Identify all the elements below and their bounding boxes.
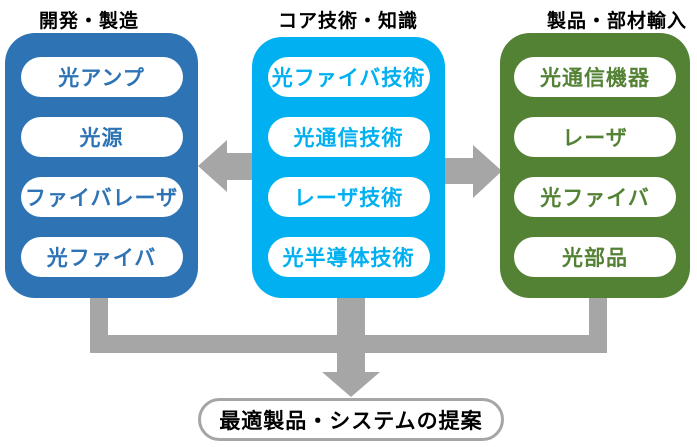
pill-item: 光通信機器 bbox=[514, 57, 676, 97]
column-header-development: 開発・製造 bbox=[38, 11, 139, 32]
column-header-import: 製品・部材輸入 bbox=[546, 11, 687, 32]
column-import: 光通信機器 レーザ 光ファイバ 光部品 bbox=[500, 33, 690, 298]
pill-item: レーザ bbox=[514, 117, 676, 157]
pill-item: レーザ技術 bbox=[267, 177, 430, 217]
pill-item: 光通信技術 bbox=[267, 117, 430, 157]
proposal-box: 最適製品・システムの提案 bbox=[198, 398, 504, 441]
pill-item: 光ファイバ bbox=[20, 237, 183, 277]
pill-item: 光源 bbox=[20, 117, 183, 157]
pill-item: ファイバレーザ bbox=[20, 177, 183, 217]
arrow-down-icon bbox=[322, 372, 380, 397]
pill-item: 光部品 bbox=[514, 237, 676, 277]
pill-item: 光半導体技術 bbox=[267, 237, 430, 277]
column-core-technology: 光ファイバ技術 光通信技術 レーザ技術 光半導体技術 bbox=[252, 37, 445, 298]
connector-center-bar bbox=[337, 292, 365, 372]
column-header-core-technology: コア技術・知識 bbox=[277, 11, 418, 32]
pill-item: 光ファイバ bbox=[514, 177, 676, 217]
column-development: 光アンプ 光源 ファイバレーザ 光ファイバ bbox=[5, 33, 198, 298]
arrow-left-icon bbox=[198, 140, 255, 192]
pill-item: 光ファイバ技術 bbox=[267, 57, 430, 97]
arrow-right-icon bbox=[440, 145, 502, 198]
pill-item: 光アンプ bbox=[20, 57, 183, 97]
